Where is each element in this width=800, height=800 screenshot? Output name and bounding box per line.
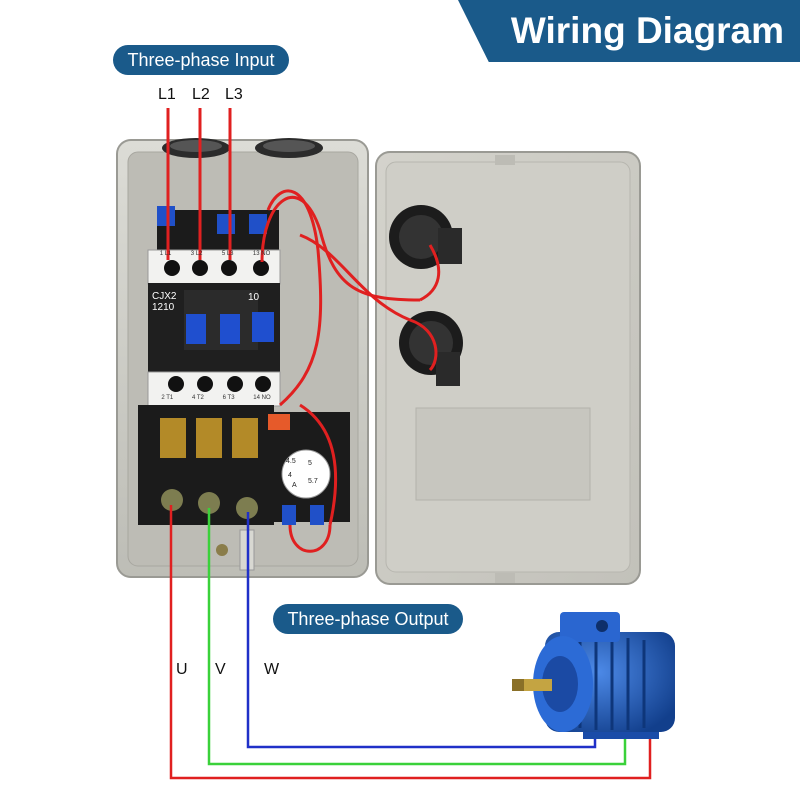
dial-value-3: 4 [288,472,292,479]
three-phase-output-label: Three-phase Output [273,604,463,634]
page-title: Wiring Diagram [458,0,800,62]
bottom-terminal-1: 2 T1 [161,395,174,401]
dial-value-4: 5.7 [308,478,318,485]
phase-v-label: V [215,661,226,678]
contactor-model-line2: 1210 [152,302,175,313]
top-terminal-4: 13 NO [252,251,271,257]
dial-value-1: 4.5 [286,458,296,465]
start-button [389,205,462,269]
motor [512,612,675,739]
wire-v [207,508,627,766]
phase-l3-label: L3 [225,86,243,103]
phase-l1-label: L1 [158,86,176,103]
top-terminal-2: 3 L2 [190,251,203,257]
dial-value-2: 5 [308,460,312,467]
bottom-terminal-3: 6 T3 [222,395,235,401]
three-phase-input-label: Three-phase Input [113,45,289,75]
bottom-terminal-4: 14 NO [253,395,271,401]
contactor-code: 10 [248,292,260,303]
dial-mode: A [292,482,297,489]
enclosure-lid [375,151,641,585]
contactor-model: CJX2 1210 [152,291,176,313]
control-wires [260,189,441,553]
wire-w [246,512,597,749]
contactor [147,206,281,407]
top-terminal-3: 5 L3 [221,251,234,257]
contactor-model-line1: CJX2 [152,291,177,302]
bottom-terminal-2: 4 T2 [192,395,204,401]
top-terminal-labels: 1 L1 3 L2 5 L3 13 NO [150,251,280,257]
overload-dial-labels: 4.5 5 4 5.7 A [284,456,328,492]
phase-u-label: U [176,661,188,678]
stop-button [399,311,463,386]
wire-u [169,505,652,780]
input-wires [166,108,232,260]
top-terminal-1: 1 L1 [159,251,172,257]
phase-w-label: W [264,661,280,678]
phase-l2-label: L2 [192,86,210,103]
bottom-terminal-labels: 2 T1 4 T2 6 T3 14 NO [152,395,280,401]
